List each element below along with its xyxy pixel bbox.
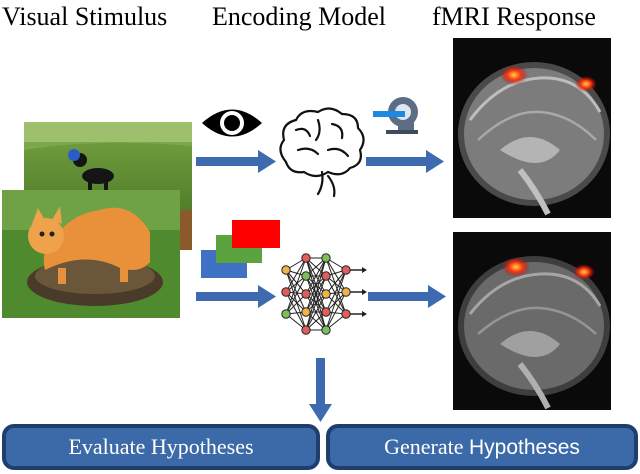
network-edge (285, 257, 307, 315)
heading-fmri-response: fMRI Response (432, 2, 596, 31)
network-node (341, 287, 351, 297)
network-node (301, 325, 311, 335)
network-edge (305, 275, 327, 331)
network-edge (325, 269, 347, 331)
network-edge (285, 291, 307, 313)
network-node (321, 271, 331, 281)
network-node (301, 307, 311, 317)
stimulus-photo-kitten (2, 190, 180, 318)
network-edge (305, 257, 327, 295)
generate-hypotheses-label-suffix: Hypotheses (468, 436, 580, 459)
arrow-network-to-hypotheses (309, 358, 332, 422)
network-edge (305, 257, 327, 313)
network-edge (285, 269, 307, 331)
evaluate-hypotheses-label: Evaluate Hypotheses (68, 434, 254, 459)
network-edge (305, 257, 327, 331)
fmri-scan-top (453, 38, 611, 218)
network-node (301, 253, 311, 263)
network-edge (285, 269, 307, 313)
arrow-stimulus-to-brain (196, 150, 276, 173)
network-node (341, 265, 351, 275)
network-edge (325, 293, 347, 315)
network-edge (285, 257, 307, 293)
feature-cards-icon (201, 220, 280, 278)
eye-icon (202, 109, 262, 137)
network-edge (285, 275, 307, 315)
network-edge (325, 275, 347, 315)
network-output-arrowhead (362, 311, 367, 317)
network-node (321, 307, 331, 317)
generate-hypotheses-label-prefix: Generate (384, 434, 469, 459)
network-node (301, 271, 311, 281)
fmri-scan-bottom (453, 232, 611, 410)
network-node (301, 289, 311, 299)
network-node (281, 287, 291, 297)
generate-hypotheses-button[interactable]: Generate Hypotheses (326, 424, 638, 470)
network-edge (285, 291, 307, 331)
network-node (281, 309, 291, 319)
network-node (321, 289, 331, 299)
evaluate-hypotheses-button[interactable]: Evaluate Hypotheses (2, 424, 320, 470)
heading-visual-stimulus: Visual Stimulus (2, 2, 168, 31)
network-edge (285, 293, 307, 315)
mri-scanner-icon (373, 97, 418, 134)
network-node (321, 325, 331, 335)
network-node (321, 253, 331, 263)
network-node (281, 265, 291, 275)
network-edge (325, 257, 347, 293)
arrow-stimulus-to-network (196, 285, 276, 308)
network-node (341, 309, 351, 319)
arrow-network-to-fmri (368, 285, 446, 308)
network-edge (325, 291, 347, 313)
network-edge (285, 269, 307, 295)
brain-icon (279, 107, 365, 198)
network-edge (325, 269, 347, 295)
network-edge (305, 293, 327, 331)
neural-network-icon (281, 253, 367, 335)
network-output-arrowhead (362, 289, 367, 295)
network-edge (325, 257, 347, 315)
network-edge (325, 269, 347, 313)
heading-encoding-model: Encoding Model (212, 2, 387, 31)
network-output-arrowhead (362, 267, 367, 273)
arrow-brain-to-fmri (366, 150, 444, 173)
network-edge (325, 291, 347, 331)
